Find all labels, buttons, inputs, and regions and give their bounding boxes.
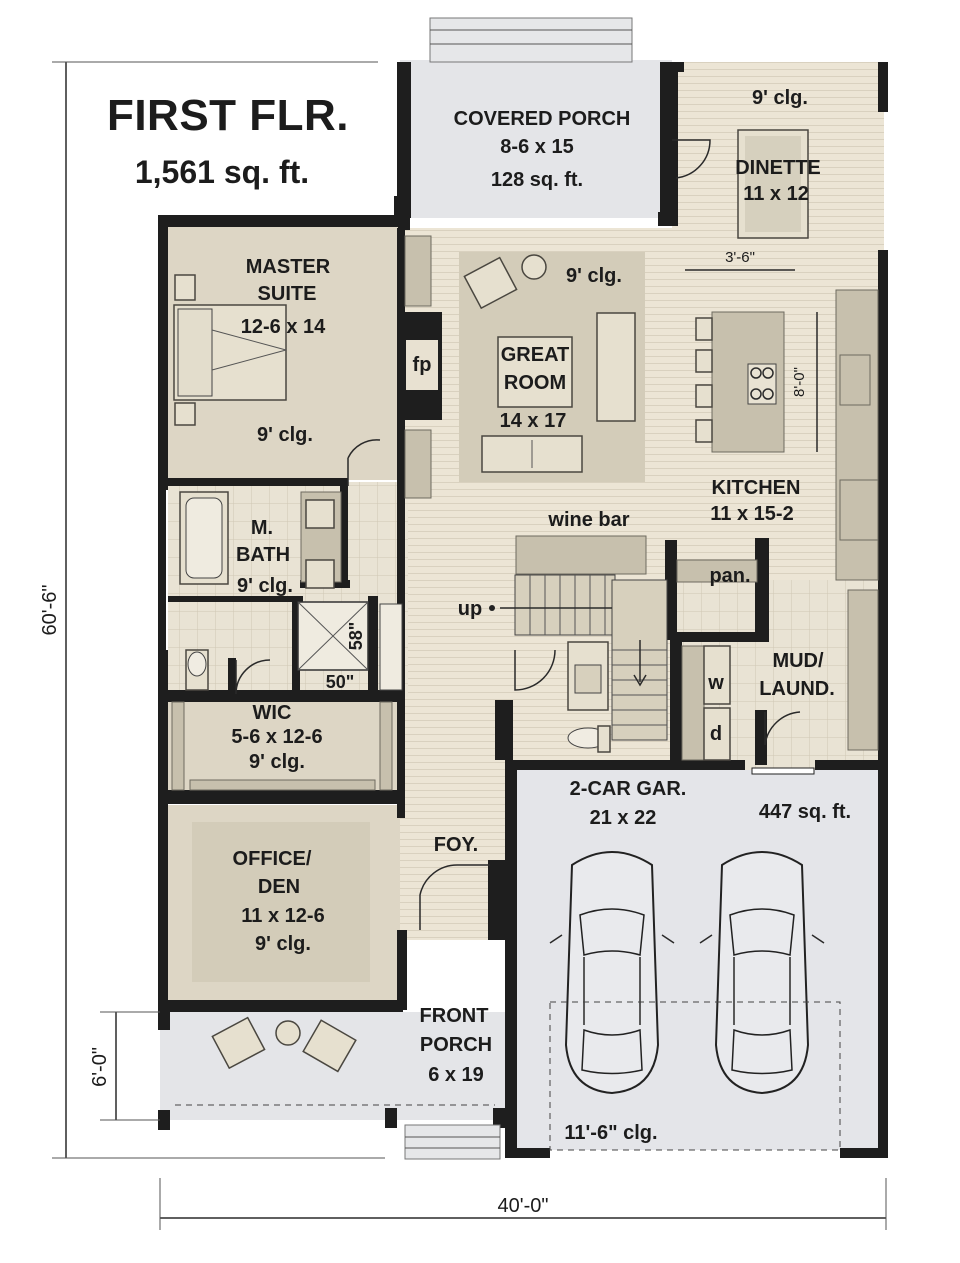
plan-title: FIRST FLR. (107, 91, 349, 140)
kitchen-name: KITCHEN (712, 477, 801, 499)
great-room-name-1: GREAT (501, 344, 570, 366)
great-room-name-2: ROOM (504, 372, 566, 394)
covered-porch-name: COVERED PORCH (454, 108, 631, 130)
office-size: 11 x 12-6 (241, 905, 324, 927)
floor-fills (160, 60, 886, 1150)
office-ceiling: 9' clg. (255, 933, 311, 955)
covered-porch-size: 8-6 x 15 (500, 136, 573, 158)
garage-door-outline (549, 1001, 841, 1151)
master-suite-size: 12-6 x 14 (241, 316, 326, 338)
great-room-size: 14 x 17 (500, 410, 567, 432)
foyer-name: FOY. (434, 834, 478, 856)
shower-width-dimension: 50" (326, 672, 355, 692)
car-right (699, 851, 825, 1095)
master-bath-ceiling: 9' clg. (237, 575, 293, 597)
dinette-size: 11 x 12 (743, 183, 809, 205)
room-labels: COVERED PORCH 8-6 x 15 128 sq. ft. 9' cl… (231, 87, 851, 1144)
stairs-up-label: up (458, 598, 482, 620)
garage-name: 2-CAR GAR. (570, 778, 687, 800)
master-suite-ceiling: 9' clg. (257, 424, 313, 446)
doors (235, 139, 815, 930)
island-length-dimension: 8'-0" (791, 367, 808, 397)
great-room-ceiling: 9' clg. (566, 265, 622, 287)
front-porch-name-1: FRONT (420, 1005, 489, 1027)
mud-laundry-name-2: LAUND. (759, 678, 835, 700)
dimension-lines (52, 61, 887, 1230)
island-width-dimension: 3'-6" (725, 249, 755, 266)
master-bath-name-1: M. (251, 517, 273, 539)
wine-bar-label: wine bar (547, 509, 629, 531)
dinette-name: DINETTE (735, 157, 821, 179)
mud-laundry-name-1: MUD/ (772, 650, 824, 672)
front-porch-size: 6 x 19 (428, 1064, 484, 1086)
master-bath-name-2: BATH (236, 544, 290, 566)
porch-depth-dimension: 6'-0" (89, 1047, 111, 1087)
plan-area: 1,561 sq. ft. (135, 154, 309, 190)
shower-depth-dimension: 58" (346, 622, 366, 651)
dinette-ceiling: 9' clg. (752, 87, 808, 109)
dryer-label: d (710, 723, 722, 745)
car-left (549, 851, 675, 1095)
master-suite-name-1: MASTER (246, 256, 331, 278)
wic-size: 5-6 x 12-6 (231, 726, 322, 748)
furniture (171, 129, 879, 1106)
garage-ceiling: 11'-6" clg. (564, 1122, 657, 1144)
office-name-1: OFFICE/ (233, 848, 312, 870)
width-dimension: 40'-0" (498, 1195, 549, 1217)
front-porch-name-2: PORCH (420, 1034, 492, 1056)
covered-porch-area: 128 sq. ft. (491, 169, 583, 191)
washer-label: w (707, 672, 724, 694)
master-suite-name-2: SUITE (258, 283, 317, 305)
depth-dimension: 60'-6" (39, 585, 61, 636)
wic-name: WIC (253, 702, 292, 724)
garage-size: 21 x 22 (590, 807, 657, 829)
fireplace-label: fp (413, 354, 432, 376)
porch-steps (404, 17, 633, 1160)
walls (158, 62, 888, 1158)
garage-area: 447 sq. ft. (759, 801, 851, 823)
pantry-label: pan. (709, 565, 750, 587)
office-name-2: DEN (258, 876, 300, 898)
wic-ceiling: 9' clg. (249, 751, 305, 773)
kitchen-size: 11 x 15-2 (710, 503, 793, 525)
